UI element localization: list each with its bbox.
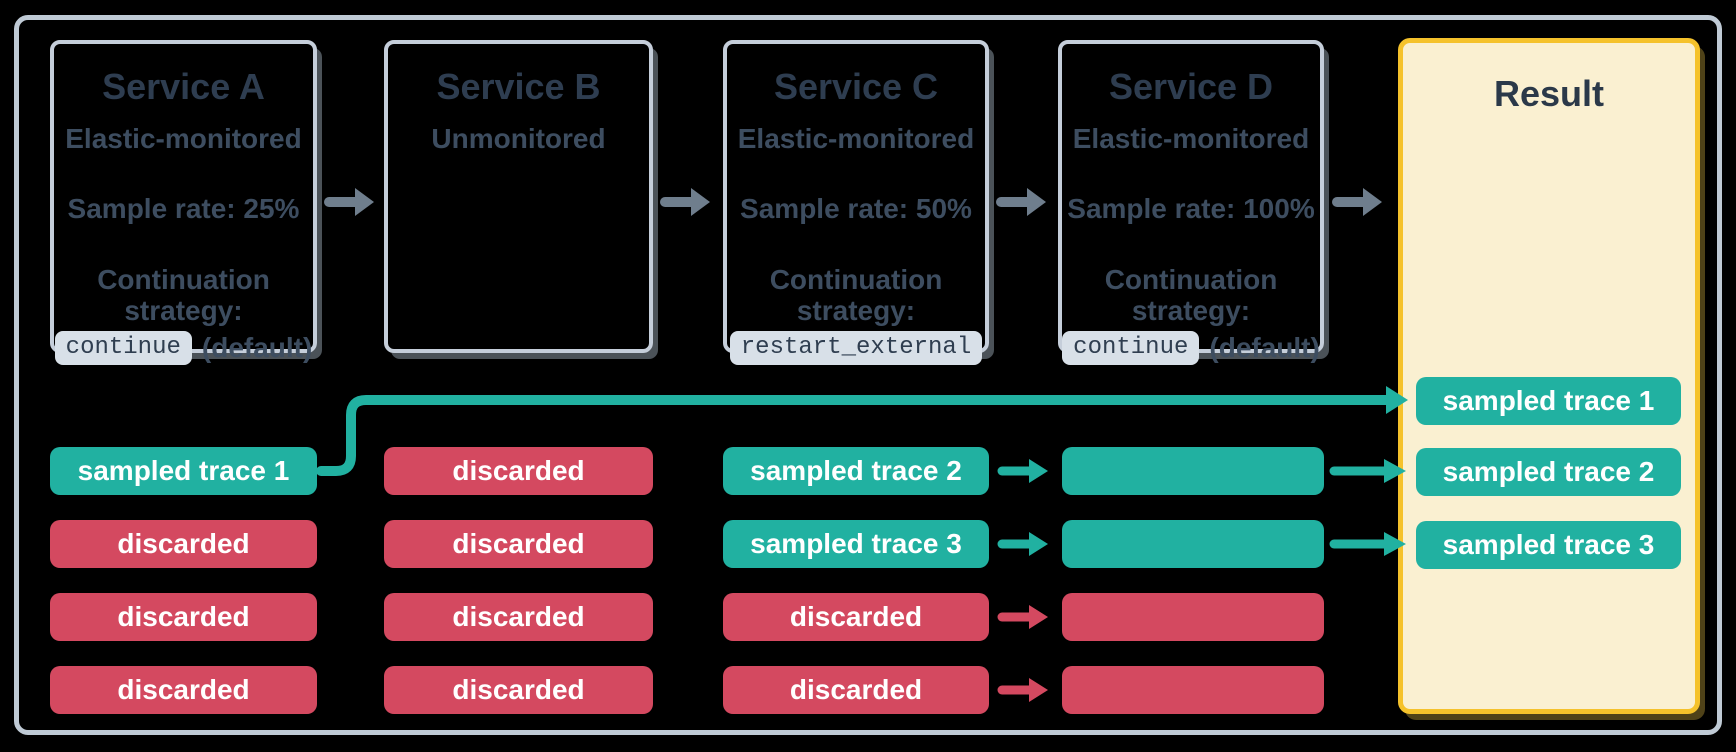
service-c-title: Service C — [773, 66, 939, 107]
service-a-sample-rate-label: Sample rate: 25% — [67, 193, 300, 224]
result-title: Result — [1493, 73, 1605, 114]
service-a-strategy-default-label: (default) — [201, 332, 313, 363]
trace-chip-d2 — [1062, 520, 1324, 568]
service-d-sample-rate-label: Sample rate: 100% — [1067, 193, 1315, 224]
trace-chip-a2: discarded — [50, 520, 317, 568]
trace-chip-a1: sampled trace 1 — [50, 447, 317, 495]
trace-chip-c4: discarded — [723, 666, 989, 714]
result-trace-chip-2: sampled trace 2 — [1416, 448, 1681, 496]
service-b-box: Service B Unmonitored — [384, 40, 653, 353]
outer-frame — [14, 15, 1722, 735]
service-a-monitoring-label: Elastic-monitored — [65, 123, 302, 154]
service-d-strategy-row: continue (default) — [1062, 331, 1320, 365]
service-b-title: Service B — [436, 66, 601, 107]
trace-chip-a3: discarded — [50, 593, 317, 641]
trace-chip-b1: discarded — [384, 447, 653, 495]
trace-chip-c3: discarded — [723, 593, 989, 641]
service-d-title: Service D — [1108, 66, 1274, 107]
trace-chip-b4: discarded — [384, 666, 653, 714]
service-a-continuation-heading: Continuation strategy: — [97, 264, 270, 326]
trace-chip-d4 — [1062, 666, 1324, 714]
service-c-box: Service C Elastic-monitored Sample rate:… — [723, 40, 989, 365]
trace-chip-c1: sampled trace 2 — [723, 447, 989, 495]
service-c-sample-rate-label: Sample rate: 50% — [740, 193, 972, 224]
service-d-box: Service D Elastic-monitored Sample rate:… — [1058, 40, 1324, 365]
service-d-monitoring-label: Elastic-monitored — [1072, 123, 1310, 154]
service-a-strategy-row: continue (default) — [54, 331, 313, 365]
trace-chip-d3 — [1062, 593, 1324, 641]
service-a-strategy-code-chip: continue — [54, 331, 192, 365]
trace-chip-b3: discarded — [384, 593, 653, 641]
service-b-monitoring-label: Unmonitored — [431, 123, 606, 154]
service-d-strategy-code-chip: continue — [1062, 331, 1200, 365]
result-trace-chip-1: sampled trace 1 — [1416, 377, 1681, 425]
trace-chip-d1 — [1062, 447, 1324, 495]
service-c-strategy-code-chip: restart_external — [729, 331, 983, 365]
result-box: Result sampled trace 1 sampled trace 2 s… — [1398, 38, 1700, 714]
service-c-monitoring-label: Elastic-monitored — [737, 123, 975, 154]
service-a-title: Service A — [102, 66, 265, 107]
trace-chip-a4: discarded — [50, 666, 317, 714]
service-d-continuation-heading: Continuation strategy: — [1104, 264, 1278, 326]
service-c-strategy-row: restart_external — [729, 331, 983, 365]
service-a-box: Service A Elastic-monitored Sample rate:… — [50, 40, 317, 365]
result-trace-chip-3: sampled trace 3 — [1416, 521, 1681, 569]
service-d-strategy-default-label: (default) — [1209, 332, 1320, 363]
trace-chip-b2: discarded — [384, 520, 653, 568]
trace-chip-c2: sampled trace 3 — [723, 520, 989, 568]
service-c-continuation-heading: Continuation strategy: — [769, 264, 943, 326]
